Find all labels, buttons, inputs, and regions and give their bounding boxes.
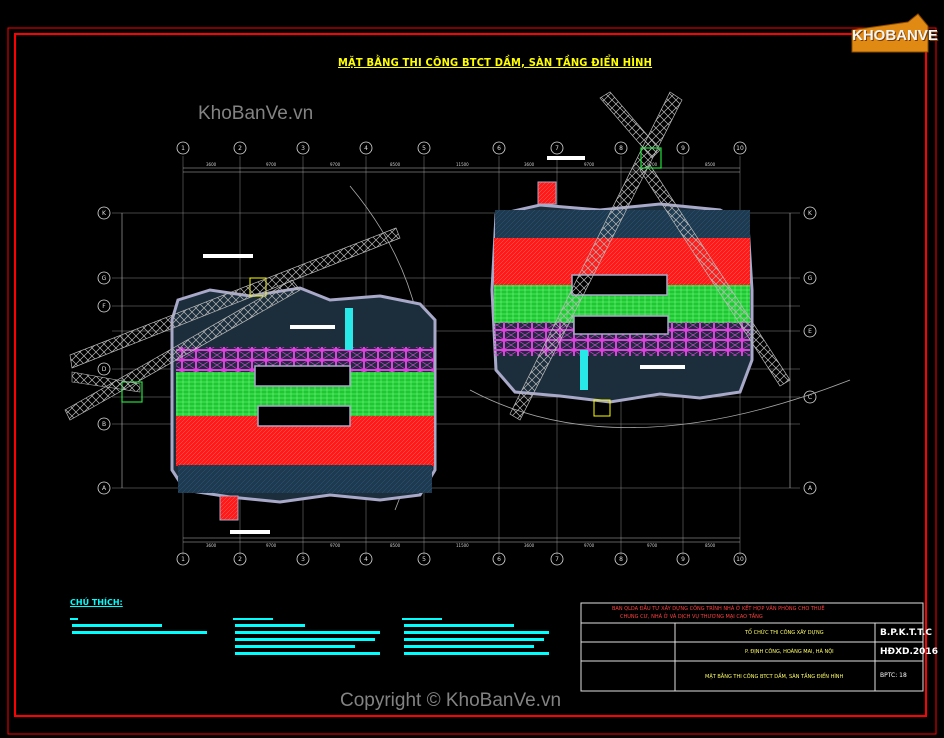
title-block-sheet-title: MẶT BẰNG THI CÔNG BTCT DẦM, SÀN TẦNG ĐIỂ… xyxy=(705,674,844,680)
khobanve-logo xyxy=(848,12,932,56)
svg-text:3600: 3600 xyxy=(206,543,217,548)
svg-text:9: 9 xyxy=(681,556,685,563)
svg-text:3: 3 xyxy=(301,556,305,563)
svg-text:11500: 11500 xyxy=(456,543,469,548)
axis-bubbles-columns-top xyxy=(97,141,817,566)
svg-text:7: 7 xyxy=(555,556,559,563)
watermark-top: KhoBanVe.vn xyxy=(198,103,314,124)
title-block-project: CHUNG CƯ, NHÀ Ở VÀ DỊCH VỤ THƯƠNG MẠI CA… xyxy=(620,614,763,620)
svg-text:E: E xyxy=(808,328,812,335)
svg-text:3600: 3600 xyxy=(524,162,535,167)
svg-text:6: 6 xyxy=(497,556,501,563)
title-block-company: TỔ CHỨC THI CÔNG XÂY DỰNG xyxy=(745,630,824,636)
svg-text:9700: 9700 xyxy=(584,543,595,548)
legend-lines xyxy=(70,618,549,655)
building-plan-left xyxy=(170,277,437,521)
svg-text:3600: 3600 xyxy=(524,543,535,548)
svg-text:4: 4 xyxy=(364,556,368,563)
svg-text:10: 10 xyxy=(736,145,744,152)
svg-text:9700: 9700 xyxy=(330,162,341,167)
logo-text: KHOBANVE xyxy=(852,27,938,44)
svg-text:3600: 3600 xyxy=(206,162,217,167)
svg-text:7: 7 xyxy=(555,145,559,152)
svg-text:9700: 9700 xyxy=(266,162,277,167)
title-block-address: P. ĐỊNH CÔNG, HOÀNG MAI, HÀ NỘI xyxy=(745,649,834,655)
axis-bubble-labels: 1 2 3 4 5 6 7 8 9 10 1 2 3 4 5 6 7 8 9 10 K G F D B A K G… xyxy=(102,145,813,563)
svg-text:9700: 9700 xyxy=(584,162,595,167)
svg-text:10: 10 xyxy=(736,556,744,563)
svg-text:9700: 9700 xyxy=(266,543,277,548)
svg-text:G: G xyxy=(102,275,107,282)
svg-text:K: K xyxy=(808,210,813,217)
svg-text:8500: 8500 xyxy=(390,543,401,548)
svg-text:9700: 9700 xyxy=(647,543,658,548)
svg-text:9: 9 xyxy=(681,145,685,152)
svg-text:5: 5 xyxy=(422,145,426,152)
svg-text:K: K xyxy=(102,210,107,217)
svg-text:2: 2 xyxy=(238,145,242,152)
svg-text:8: 8 xyxy=(619,556,623,563)
title-block-sheet-no: BPTC: 18 xyxy=(880,672,907,679)
svg-text:B: B xyxy=(102,421,106,428)
svg-text:G: G xyxy=(808,275,813,282)
svg-text:8: 8 xyxy=(619,145,623,152)
svg-text:9700: 9700 xyxy=(330,543,341,548)
svg-text:8500: 8500 xyxy=(705,543,716,548)
tower-crane-left xyxy=(64,227,401,421)
svg-text:2: 2 xyxy=(238,556,242,563)
title-block-code: B.P.K.T.T.C xyxy=(880,628,933,638)
title-block-owner: BAN QLDA ĐẦU TƯ XÂY DỰNG CÔNG TRÌNH NHÀ … xyxy=(612,606,825,612)
legend-title: CHÚ THÍCH: xyxy=(70,598,123,607)
svg-text:3: 3 xyxy=(301,145,305,152)
drawing-title: MẶT BẰNG THI CÔNG BTCT DẦM, SÀN TẦNG ĐIỂ… xyxy=(338,56,653,69)
watermark-copyright: Copyright © KhoBanVe.vn xyxy=(340,690,562,711)
title-block-sheet-code: HĐXD.2016 xyxy=(880,647,938,657)
svg-text:1: 1 xyxy=(181,556,185,563)
sheet-frame-inner xyxy=(14,33,927,717)
svg-text:9700: 9700 xyxy=(647,162,658,167)
sheet-frame-outer xyxy=(7,27,937,735)
svg-text:A: A xyxy=(102,485,107,492)
svg-text:11500: 11500 xyxy=(456,162,469,167)
title-block-frame xyxy=(580,602,924,692)
svg-text:F: F xyxy=(102,303,106,310)
svg-text:A: A xyxy=(808,485,813,492)
svg-text:8500: 8500 xyxy=(705,162,716,167)
svg-text:D: D xyxy=(102,366,107,373)
svg-text:4: 4 xyxy=(364,145,368,152)
annotation-tags xyxy=(203,156,685,534)
svg-text:1: 1 xyxy=(181,145,185,152)
tower-crane-right xyxy=(509,91,791,421)
svg-text:8500: 8500 xyxy=(390,162,401,167)
svg-text:5: 5 xyxy=(422,556,426,563)
building-plan-right xyxy=(490,181,754,417)
svg-text:6: 6 xyxy=(497,145,501,152)
svg-text:C: C xyxy=(808,394,812,401)
crane-swing-arc-right xyxy=(469,379,851,429)
